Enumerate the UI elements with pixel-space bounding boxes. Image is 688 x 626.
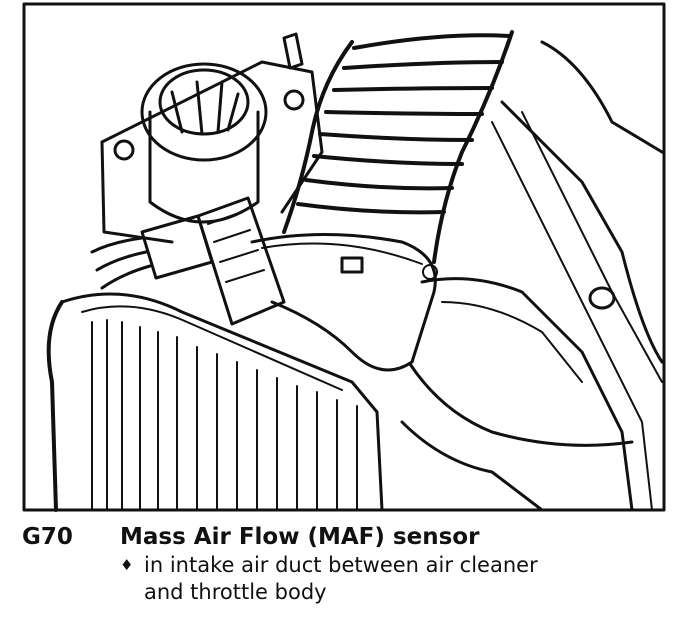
right-lines bbox=[491, 111, 663, 511]
right-panel bbox=[500, 40, 664, 364]
reservoir-bracket bbox=[100, 60, 324, 244]
radiator-top bbox=[60, 292, 384, 512]
bullet-text: in intake air duct between air cleaner a… bbox=[144, 552, 538, 606]
line-drawing bbox=[22, 2, 666, 512]
component-code: G70 bbox=[22, 524, 73, 550]
component-title: Mass Air Flow (MAF) sensor bbox=[120, 524, 480, 550]
reservoir-body bbox=[148, 110, 260, 224]
bullet-diamond-icon: ♦ bbox=[120, 556, 134, 574]
radiator-side bbox=[46, 300, 64, 512]
wiring bbox=[90, 236, 152, 290]
maf-clip bbox=[340, 256, 364, 274]
caption-heading: G70 Mass Air Flow (MAF) sensor bbox=[22, 524, 672, 550]
maf-connector bbox=[196, 196, 286, 326]
lower-duct bbox=[400, 362, 634, 512]
maf-housing bbox=[250, 233, 437, 372]
intake-hose-right bbox=[432, 30, 514, 264]
maf-flange bbox=[261, 242, 423, 265]
caption-bullet: ♦ in intake air duct between air cleaner… bbox=[120, 552, 672, 606]
stud-1 bbox=[282, 32, 304, 70]
radiator-top-inner bbox=[81, 305, 343, 391]
cap-grip bbox=[170, 80, 240, 136]
bullet-text-line1: in intake air duct between air cleaner bbox=[144, 553, 538, 577]
figure-caption: G70 Mass Air Flow (MAF) sensor ♦ in inta… bbox=[22, 524, 672, 606]
figure-frame bbox=[22, 2, 666, 512]
connector-ribs bbox=[207, 211, 265, 283]
hose-corrugations bbox=[296, 33, 512, 215]
bullet-text-line2: and throttle body bbox=[144, 580, 327, 604]
bolt-4 bbox=[422, 264, 438, 280]
intake-hose-left bbox=[282, 40, 354, 234]
connector-plug bbox=[140, 214, 214, 280]
reservoir-cap bbox=[140, 62, 268, 162]
bolt-2 bbox=[283, 89, 305, 111]
reservoir-cap-top bbox=[158, 68, 250, 136]
bolt-3 bbox=[588, 286, 616, 310]
bracket-right bbox=[420, 277, 634, 512]
engine-bay-illustration bbox=[22, 2, 668, 514]
radiator-fins bbox=[91, 319, 358, 511]
bracket-right-inner bbox=[441, 301, 583, 383]
bolt-1 bbox=[113, 139, 135, 161]
